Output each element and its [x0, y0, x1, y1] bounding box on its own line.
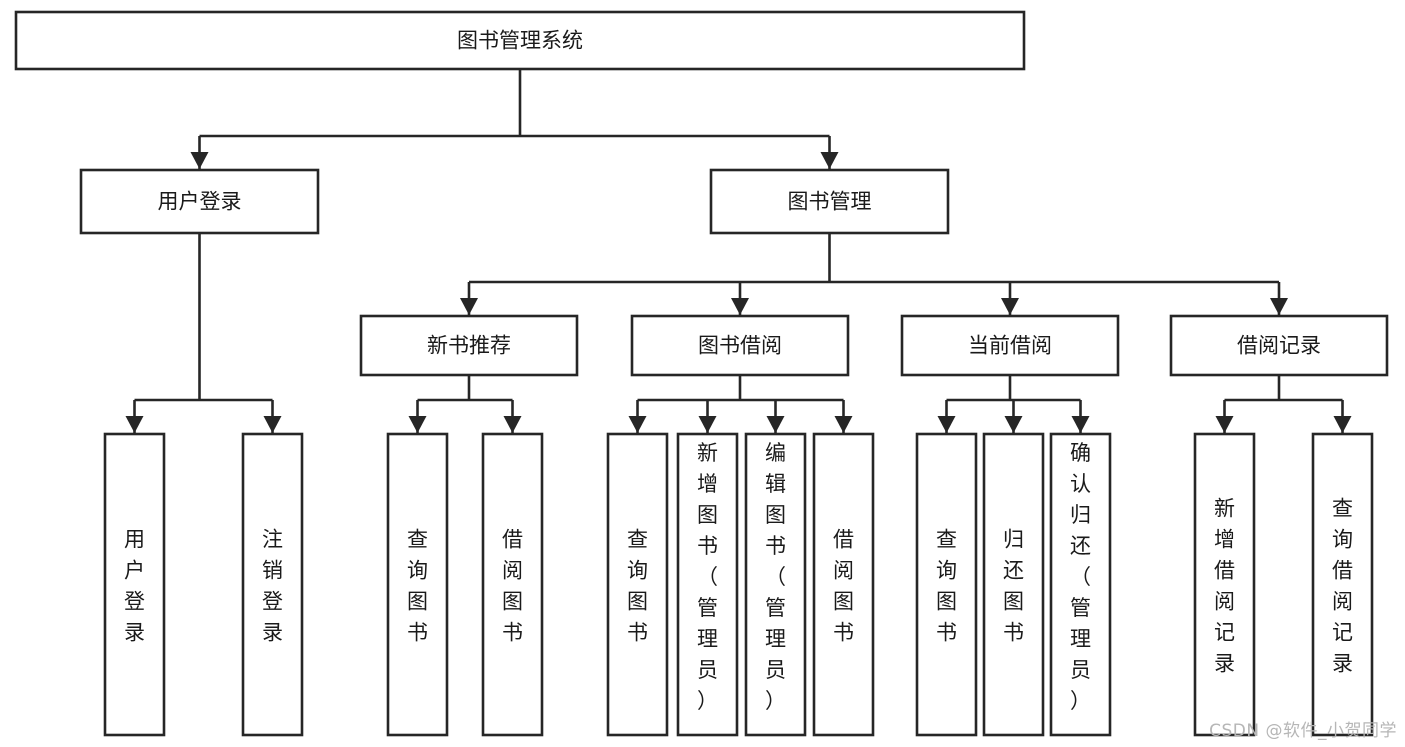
arrow-head-icon — [1004, 416, 1023, 433]
node-box-recommend-borrow-book[interactable] — [481, 432, 544, 737]
arrow-head-icon — [460, 298, 478, 315]
node-book-borrow[interactable]: 图书借阅 — [630, 314, 850, 377]
node-user-logout[interactable]: 注销登录 — [241, 432, 304, 737]
node-box-book-borrow[interactable] — [630, 314, 850, 377]
node-borrow-query-book[interactable]: 查询图书 — [606, 432, 669, 737]
node-label-recommend-query-book: 查询图书 — [407, 528, 428, 645]
node-box-current-borrow[interactable] — [900, 314, 1120, 377]
node-label-user-login: 用户登录 — [158, 190, 242, 214]
node-label-current-return-book: 归还图书 — [1003, 528, 1024, 645]
node-box-user-login[interactable] — [79, 168, 320, 235]
arrow-head-icon — [1270, 298, 1288, 315]
node-label-record-query: 查询借阅记录 — [1332, 497, 1353, 676]
arrow-head-icon — [503, 416, 522, 433]
node-layer: 图书管理系统用户登录用户登录注销登录图书管理新书推荐查询图书借阅图书图书借阅查询… — [14, 10, 1389, 737]
node-recommend-borrow-book[interactable]: 借阅图书 — [481, 432, 544, 737]
arrow-head-icon — [408, 416, 427, 433]
arrow-head-icon — [731, 298, 749, 315]
node-current-confirm-return[interactable]: 确认归还（管理员） — [1049, 432, 1112, 737]
arrow-head-icon — [1001, 298, 1019, 315]
arrow-head-icon — [834, 416, 853, 433]
node-label-new-book-recommend: 新书推荐 — [427, 334, 511, 358]
node-box-record-add[interactable] — [1193, 432, 1256, 737]
arrow-head-icon — [937, 416, 956, 433]
node-label-user-logout: 注销登录 — [262, 528, 283, 645]
node-box-borrow-record[interactable] — [1169, 314, 1389, 377]
node-label-borrow-query-book: 查询图书 — [627, 528, 648, 645]
node-label-user-login-do: 用户登录 — [124, 528, 145, 645]
arrow-head-icon — [190, 152, 209, 169]
arrow-head-icon — [820, 152, 839, 169]
node-label-borrow-edit-book: 编辑图书（管理员） — [765, 441, 786, 713]
node-borrow-add-book[interactable]: 新增图书（管理员） — [676, 432, 739, 737]
node-box-current-confirm-return[interactable] — [1049, 432, 1112, 737]
node-record-add[interactable]: 新增借阅记录 — [1193, 432, 1256, 737]
arrow-head-icon — [628, 416, 647, 433]
arrow-head-icon — [698, 416, 717, 433]
node-label-book-borrow: 图书借阅 — [698, 334, 782, 358]
node-box-record-query[interactable] — [1311, 432, 1374, 737]
node-current-query-book[interactable]: 查询图书 — [915, 432, 978, 737]
node-current-borrow[interactable]: 当前借阅 — [900, 314, 1120, 377]
node-recommend-query-book[interactable]: 查询图书 — [386, 432, 449, 737]
arrow-head-icon — [1333, 416, 1352, 433]
arrow-head-icon — [263, 416, 282, 433]
arrow-head-icon — [1215, 416, 1234, 433]
node-label-borrow-add-book: 新增图书（管理员） — [697, 441, 718, 713]
node-box-current-return-book[interactable] — [982, 432, 1045, 737]
node-box-borrow-add-book[interactable] — [676, 432, 739, 737]
node-record-query[interactable]: 查询借阅记录 — [1311, 432, 1374, 737]
node-label-current-borrow: 当前借阅 — [968, 334, 1052, 358]
node-root[interactable]: 图书管理系统 — [14, 10, 1026, 71]
connector-layer — [125, 69, 1352, 433]
node-box-root[interactable] — [14, 10, 1026, 71]
arrow-head-icon — [1071, 416, 1090, 433]
node-borrow-borrow-book[interactable]: 借阅图书 — [812, 432, 875, 737]
csdn-watermark: CSDN @软件_小贺同学 — [1209, 721, 1397, 741]
node-box-current-query-book[interactable] — [915, 432, 978, 737]
arrow-head-icon — [766, 416, 785, 433]
node-label-borrow-borrow-book: 借阅图书 — [833, 528, 854, 645]
node-user-login[interactable]: 用户登录 — [79, 168, 320, 235]
node-box-new-book-recommend[interactable] — [359, 314, 579, 377]
node-label-current-confirm-return: 确认归还（管理员） — [1070, 441, 1091, 713]
node-label-root: 图书管理系统 — [457, 29, 583, 53]
node-box-user-logout[interactable] — [241, 432, 304, 737]
node-label-book-manage: 图书管理 — [788, 190, 872, 214]
node-book-manage[interactable]: 图书管理 — [709, 168, 950, 235]
node-label-record-add: 新增借阅记录 — [1214, 497, 1235, 676]
node-box-borrow-borrow-book[interactable] — [812, 432, 875, 737]
node-label-recommend-borrow-book: 借阅图书 — [502, 528, 523, 645]
node-label-borrow-record: 借阅记录 — [1237, 334, 1321, 358]
node-box-borrow-query-book[interactable] — [606, 432, 669, 737]
node-current-return-book[interactable]: 归还图书 — [982, 432, 1045, 737]
arrow-head-icon — [125, 416, 144, 433]
node-new-book-recommend[interactable]: 新书推荐 — [359, 314, 579, 377]
node-label-current-query-book: 查询图书 — [936, 528, 957, 645]
node-box-book-manage[interactable] — [709, 168, 950, 235]
node-box-recommend-query-book[interactable] — [386, 432, 449, 737]
node-borrow-record[interactable]: 借阅记录 — [1169, 314, 1389, 377]
node-borrow-edit-book[interactable]: 编辑图书（管理员） — [744, 432, 807, 737]
node-user-login-do[interactable]: 用户登录 — [103, 432, 166, 737]
node-box-user-login-do[interactable] — [103, 432, 166, 737]
node-box-borrow-edit-book[interactable] — [744, 432, 807, 737]
